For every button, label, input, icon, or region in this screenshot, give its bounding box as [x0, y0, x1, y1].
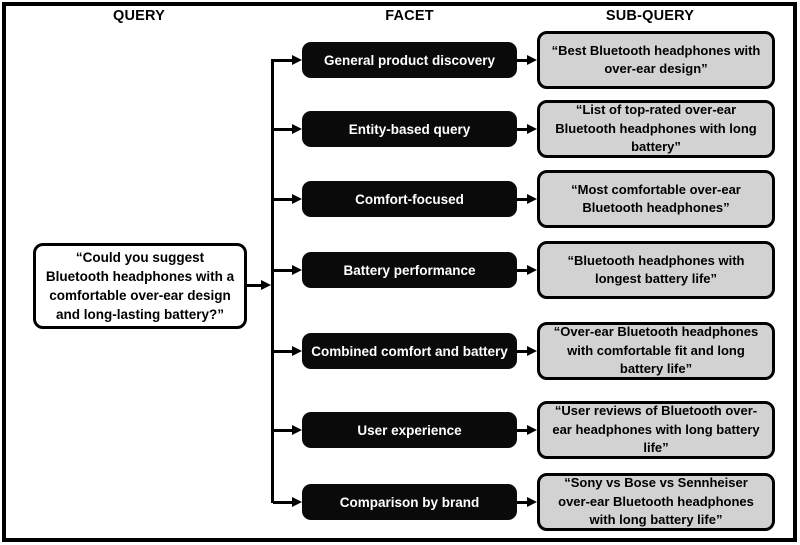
subquery-text: “Most comfortable over-ear Bluetooth hea… [571, 181, 741, 216]
branch-arrow-line [273, 428, 292, 432]
facet-box: Combined comfort and battery [302, 333, 517, 369]
diagram-row-general-product-discovery: General product discovery “Best Bluetoot… [0, 31, 800, 89]
facet-box: Comfort-focused [302, 181, 517, 217]
facet-box: General product discovery [302, 42, 517, 78]
subquery-box: “Over-ear Bluetooth headphones with comf… [537, 322, 775, 380]
subquery-text: “Sony vs Bose vs Sennheiser over-ear Blu… [558, 475, 754, 528]
branch-arrow-line [273, 500, 292, 504]
diagram-row-entity-based-query: Entity-based query “List of top-rated ov… [0, 100, 800, 158]
facet-to-subquery-arrow-head [527, 345, 537, 356]
facet-to-subquery-arrow-line [517, 268, 527, 272]
facet-to-subquery-arrow-line [517, 500, 527, 504]
branch-arrow-head [292, 264, 302, 275]
facet-label: Comparison by brand [339, 494, 480, 510]
query-text: “Could you suggest Bluetooth headphones … [45, 250, 235, 322]
facet-label: Entity-based query [348, 121, 471, 137]
query-box: “Could you suggest Bluetooth headphones … [33, 243, 247, 329]
branch-arrow-head [292, 123, 302, 134]
diagram-row-battery-performance: Battery performance “Bluetooth headphone… [0, 241, 800, 299]
facet-label: Comfort-focused [355, 191, 464, 207]
column-header-subquery: SUB-QUERY [605, 8, 695, 24]
connector-trunk-line [271, 59, 274, 503]
facet-to-subquery-arrow-line [517, 428, 527, 432]
diagram-row-user-experience: User experience “User reviews of Bluetoo… [0, 401, 800, 459]
facet-to-subquery-arrow-head [527, 424, 537, 435]
subquery-box: “Most comfortable over-ear Bluetooth hea… [537, 170, 775, 228]
branch-arrow-head [292, 424, 302, 435]
branch-arrow-line [273, 127, 292, 131]
facet-to-subquery-arrow-line [517, 58, 527, 62]
facet-label: Combined comfort and battery [311, 343, 508, 359]
subquery-box: “User reviews of Bluetooth over-ear head… [537, 401, 775, 459]
branch-arrow-head [292, 193, 302, 204]
facet-to-subquery-arrow-line [517, 197, 527, 201]
column-header-facet: FACET [385, 8, 434, 24]
facet-to-subquery-arrow-head [527, 123, 537, 134]
branch-arrow-line [273, 268, 292, 272]
branch-arrow-head [292, 54, 302, 65]
facet-box: Battery performance [302, 252, 517, 288]
subquery-text: “Bluetooth headphones with longest batte… [567, 252, 745, 287]
arrow-query-to-trunk-head [261, 280, 271, 290]
facet-box: Entity-based query [302, 111, 517, 147]
arrow-query-to-trunk-line [247, 284, 261, 287]
facet-to-subquery-arrow-head [527, 54, 537, 65]
facet-to-subquery-arrow-head [527, 496, 537, 507]
subquery-text: “Best Bluetooth headphones with over-ear… [551, 42, 761, 77]
branch-arrow-line [273, 58, 292, 62]
subquery-box: “Bluetooth headphones with longest batte… [537, 241, 775, 299]
facet-label: Battery performance [343, 262, 476, 278]
subquery-text: “List of top-rated over-ear Bluetooth he… [555, 102, 757, 155]
diagram-row-combined-comfort-and-battery: Combined comfort and battery “Over-ear B… [0, 322, 800, 380]
subquery-box: “List of top-rated over-ear Bluetooth he… [537, 100, 775, 158]
subquery-box: “Best Bluetooth headphones with over-ear… [537, 31, 775, 89]
facet-label: General product discovery [323, 52, 496, 68]
column-header-query: QUERY [112, 8, 166, 24]
facet-to-subquery-arrow-head [527, 264, 537, 275]
branch-arrow-line [273, 349, 292, 353]
facet-box: User experience [302, 412, 517, 448]
facet-to-subquery-arrow-head [527, 193, 537, 204]
facet-box: Comparison by brand [302, 484, 517, 520]
subquery-box: “Sony vs Bose vs Sennheiser over-ear Blu… [537, 473, 775, 531]
branch-arrow-head [292, 345, 302, 356]
diagram-row-comfort-focused: Comfort-focused “Most comfortable over-e… [0, 170, 800, 228]
subquery-text: “Over-ear Bluetooth headphones with comf… [553, 324, 759, 377]
facet-label: User experience [357, 422, 462, 438]
diagram-row-comparison-by-brand: Comparison by brand “Sony vs Bose vs Sen… [0, 473, 800, 531]
branch-arrow-line [273, 197, 292, 201]
facet-to-subquery-arrow-line [517, 349, 527, 353]
facet-to-subquery-arrow-line [517, 127, 527, 131]
branch-arrow-head [292, 496, 302, 507]
subquery-text: “User reviews of Bluetooth over-ear head… [552, 403, 760, 456]
